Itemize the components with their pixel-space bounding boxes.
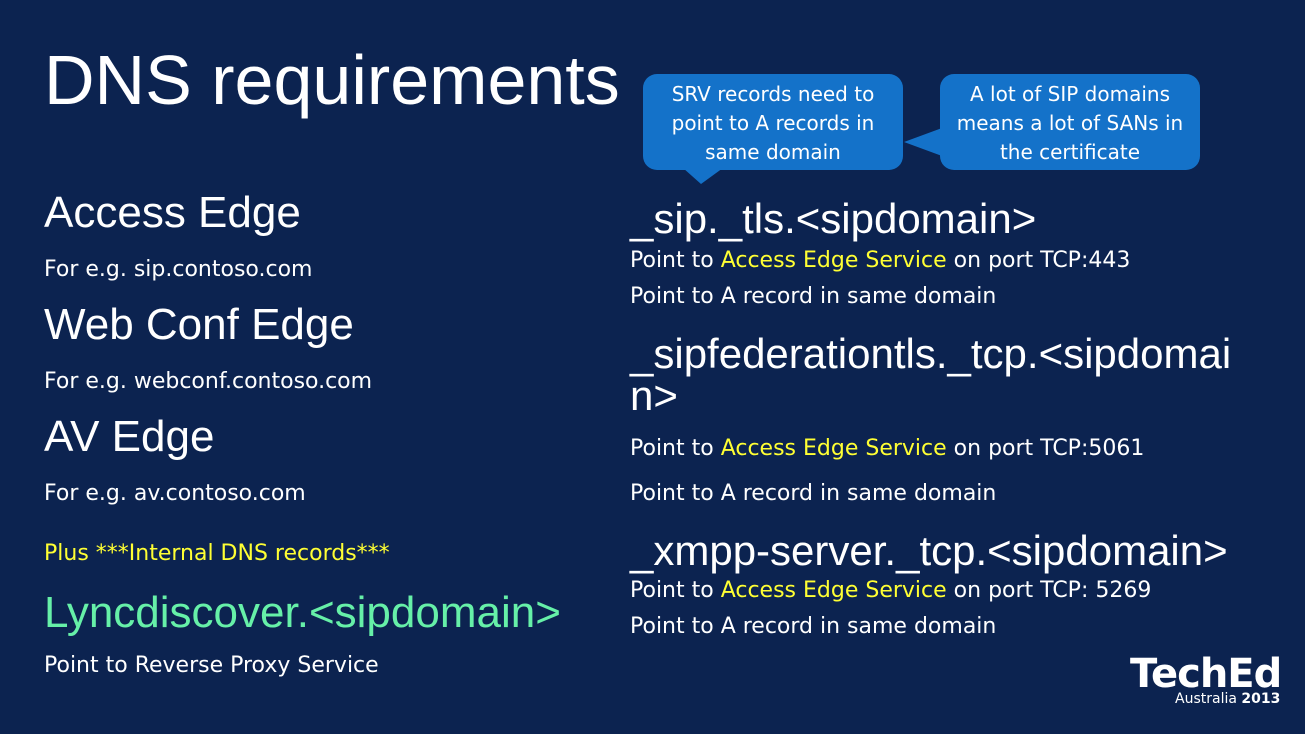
record-sipfederationtls-service: Point to Access Edge Service on port TCP… [630, 434, 1144, 464]
record-sip-tls-a-record: Point to A record in same domain [630, 284, 997, 309]
port-text: on port TCP:443 [946, 248, 1131, 273]
example-access-edge: For e.g. sip.contoso.com [44, 257, 313, 282]
record-sipfederationtls-a-record: Point to A record in same domain [630, 481, 997, 506]
record-xmpp-server-service: Point to Access Edge Service on port TCP… [630, 576, 1151, 606]
callout-tail [904, 128, 942, 156]
heading-access-edge: Access Edge [44, 188, 301, 237]
record-xmpp-server-a-record: Point to A record in same domain [630, 614, 997, 639]
callout-line: SRV records need to [671, 82, 875, 106]
lyncdiscover-record: Lyncdiscover.<sipdomain> [44, 588, 561, 637]
callout-tail [683, 168, 723, 184]
logo-region: Australia [1175, 691, 1237, 707]
reverse-proxy-text: Point to Reverse Proxy Service [44, 653, 379, 678]
heading-av-edge: AV Edge [44, 412, 215, 461]
record-sip-tls: _sip._tls.<sipdomain> [630, 195, 1037, 242]
callout-line: means a lot of SANs in [956, 111, 1184, 135]
record-sipfederationtls-line2: n> [630, 372, 678, 419]
callout-line: the certificate [999, 140, 1141, 164]
teched-logo: TechEd [1130, 651, 1282, 697]
port-text: on port TCP:5061 [946, 436, 1145, 461]
access-edge-service-text: Access Edge Service [720, 436, 947, 461]
example-av-edge: For e.g. av.contoso.com [44, 481, 306, 506]
port-text: on port TCP: 5269 [946, 578, 1152, 603]
logo-year: 2013 [1241, 691, 1281, 707]
point-to-text: Point to [630, 248, 721, 273]
heading-web-conf-edge: Web Conf Edge [44, 300, 354, 349]
record-xmpp-server: _xmpp-server._tcp.<sipdomain> [630, 527, 1228, 574]
callout-line: A lot of SIP domains [970, 82, 1170, 106]
callout-line: same domain [705, 140, 841, 164]
internal-dns-note: Plus ***Internal DNS records*** [44, 541, 390, 566]
callout-line: point to A records in [671, 111, 875, 135]
example-web-conf-edge: For e.g. webconf.contoso.com [44, 369, 373, 394]
callout-sip-domains: A lot of SIP domains means a lot of SANs… [940, 74, 1200, 170]
point-to-text: Point to [630, 578, 721, 603]
access-edge-service-text: Access Edge Service [720, 248, 947, 273]
access-edge-service-text: Access Edge Service [720, 578, 947, 603]
slide-title: DNS requirements [44, 41, 620, 119]
record-sipfederationtls-line1: _sipfederationtls._tcp.<sipdomai [630, 330, 1232, 377]
callout-srv-records: SRV records need to point to A records i… [643, 74, 903, 170]
teched-logo-subtitle: Australia 2013 [1175, 690, 1280, 708]
record-sip-tls-service: Point to Access Edge Service on port TCP… [630, 246, 1130, 276]
point-to-text: Point to [630, 436, 721, 461]
